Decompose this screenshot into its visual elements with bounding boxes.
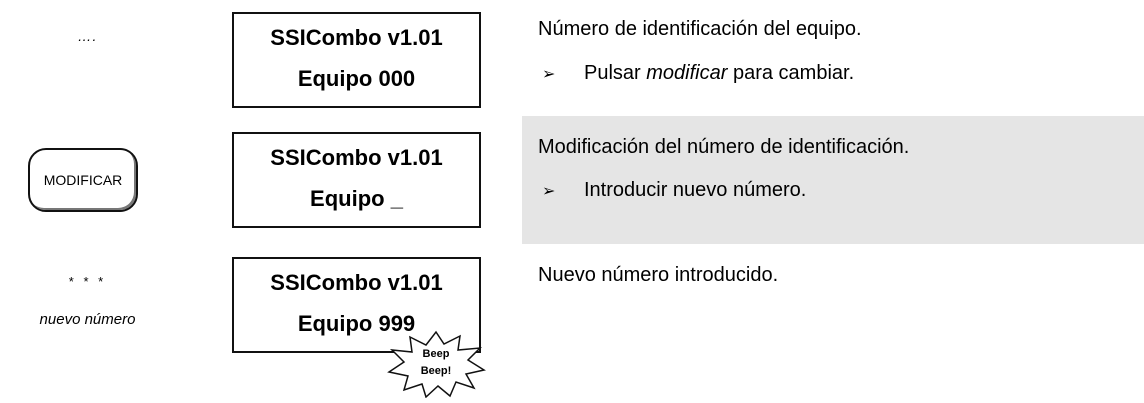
lcd-display: SSICombo v1.01 Equipo 999 <box>232 257 481 353</box>
lcd-line-2: Equipo 999 <box>297 311 416 336</box>
step-description: Número de identificación del equipo. ➢ P… <box>522 0 1144 110</box>
lcd-line-1: SSICombo v1.01 <box>270 25 443 50</box>
key-sequence-stars: * * * <box>68 274 107 289</box>
lcd-line-2: Equipo _ <box>310 186 403 211</box>
description-title: Número de identificación del equipo. <box>538 18 862 40</box>
lcd-line-1: SSICombo v1.01 <box>270 145 443 170</box>
step-row-1: …. SSICombo v1.01 Equipo 000 Número de i… <box>0 0 1144 120</box>
burst-line-1: Beep <box>422 348 450 360</box>
bullet-arrow-icon: ➢ <box>542 182 556 200</box>
step-row-2: MODIFICAR SSICombo v1.01 Equipo _ Modifi… <box>0 116 1144 244</box>
description-bullet: ➢ Pulsar modificar para cambiar. <box>542 62 854 85</box>
step-description: Modificación del número de identificació… <box>522 116 1144 244</box>
lcd-display: SSICombo v1.01 Equipo 000 <box>232 12 481 108</box>
lcd-line-1: SSICombo v1.01 <box>270 270 443 295</box>
step-description: Nuevo número introducido. <box>522 250 1144 310</box>
step-row-3: * * * nuevo número SSICombo v1.01 Equipo… <box>0 250 1144 397</box>
beep-starburst-icon: Beep Beep! <box>386 330 486 399</box>
burst-line-2: Beep! <box>420 365 452 377</box>
bullet-emphasis: modificar <box>646 62 728 84</box>
description-title: Modificación del número de identificació… <box>538 136 910 158</box>
key-sequence-caption: nuevo número <box>39 311 136 328</box>
bullet-text: Introducir nuevo número. <box>584 179 807 201</box>
modificar-button[interactable]: MODIFICAR <box>28 148 138 212</box>
lcd-line-2: Equipo 000 <box>297 66 416 91</box>
lcd-display: SSICombo v1.01 Equipo _ <box>232 132 481 228</box>
description-title: Nuevo número introducido. <box>538 264 779 286</box>
starburst-shape-icon <box>387 330 486 399</box>
bullet-arrow-icon: ➢ <box>542 65 556 83</box>
bullet-text: Pulsar modificar para cambiar. <box>584 62 855 84</box>
key-sequence-dots: …. <box>77 28 98 44</box>
description-bullet: ➢ Introducir nuevo número. <box>542 179 806 202</box>
